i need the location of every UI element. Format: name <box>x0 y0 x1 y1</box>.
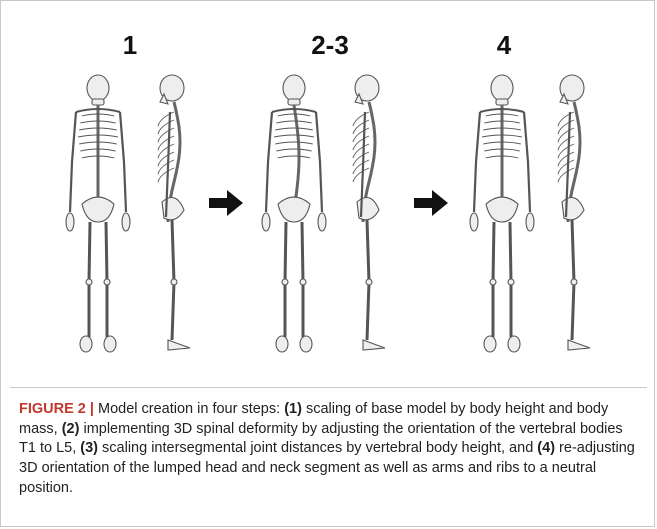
caption-divider <box>10 387 647 388</box>
figure-image: 1 2-3 4 <box>0 0 657 386</box>
step-2-number: (2) <box>62 421 80 437</box>
skeleton-side-view <box>345 72 393 357</box>
step-label-2-3: 2-3 <box>290 30 370 61</box>
skeleton-side-view <box>550 72 598 357</box>
skeleton-front-view <box>62 72 134 357</box>
step-3-number: (3) <box>80 440 98 456</box>
figure-label: FIGURE 2 | <box>19 401 94 417</box>
step-4-number: (4) <box>537 440 555 456</box>
arrow-right-icon <box>414 190 448 216</box>
caption-lead: Model creation in four steps: <box>94 401 284 417</box>
figure-caption: FIGURE 2 | Model creation in four steps:… <box>19 400 641 499</box>
arrow-right-icon <box>209 190 243 216</box>
skeleton-front-view <box>466 72 538 357</box>
step-label-1: 1 <box>90 30 170 61</box>
skeleton-side-view <box>150 72 198 357</box>
step-1-number: (1) <box>284 401 302 417</box>
step-label-4: 4 <box>464 30 544 61</box>
step-3-text: scaling intersegmental joint distances b… <box>98 440 537 456</box>
skeleton-front-view <box>258 72 330 357</box>
